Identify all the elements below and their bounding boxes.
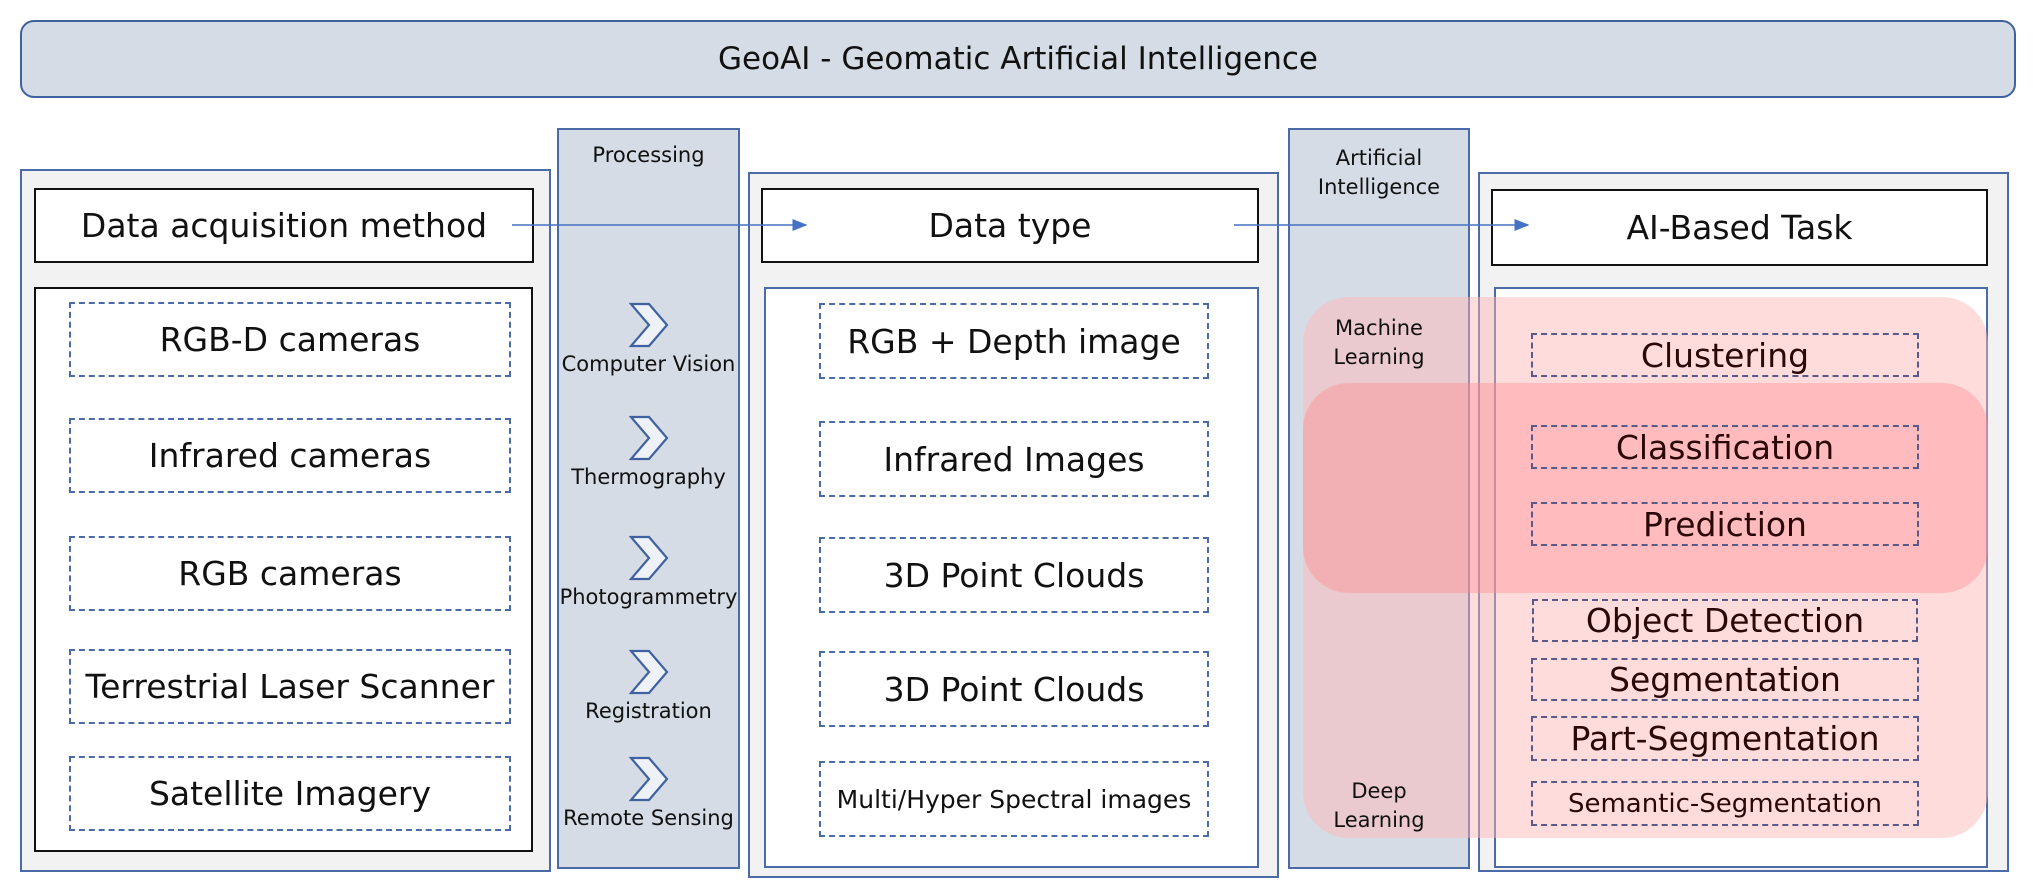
task-item: Classification	[1531, 425, 1919, 469]
task-items-box	[1494, 287, 1988, 868]
processing-step: Remote Sensing	[557, 756, 740, 830]
data-type-item: RGB + Depth image	[819, 303, 1209, 379]
data-type-item: 3D Point Clouds	[819, 537, 1209, 613]
processing-strip	[557, 128, 740, 869]
processing-step: Registration	[557, 649, 740, 723]
data-type-item: Multi/Hyper Spectral images	[819, 761, 1209, 837]
task-item: Object Detection	[1532, 599, 1918, 642]
acquisition-item: Infrared cameras	[69, 418, 511, 493]
processing-step-label: Remote Sensing	[563, 806, 734, 830]
processing-step-label: Computer Vision	[561, 352, 736, 376]
acquisition-item: RGB-D cameras	[69, 302, 511, 377]
acquisition-item: Satellite Imagery	[69, 756, 511, 831]
processing-step-label: Photogrammetry	[559, 585, 738, 609]
acquisition-item: Terrestrial Laser Scanner	[69, 649, 511, 724]
machine-learning-line1: Machine	[1335, 316, 1423, 340]
processing-step: Photogrammetry	[557, 535, 740, 609]
data-type-items-box	[764, 287, 1259, 868]
processing-step: Thermography	[557, 415, 740, 489]
chevron-right-icon	[628, 415, 668, 461]
data-type-item: 3D Point Clouds	[819, 651, 1209, 727]
diagram-title: GeoAI - Geomatic Artificial Intelligence	[20, 20, 2016, 98]
task-item: Clustering	[1531, 333, 1919, 377]
processing-label: Processing	[592, 143, 705, 167]
deep-learning-line2: Learning	[1333, 808, 1425, 832]
ai-label-line2: Intelligence	[1317, 175, 1441, 199]
task-item: Prediction	[1531, 502, 1919, 546]
ai-strip	[1288, 128, 1470, 869]
acquisition-header: Data acquisition method	[34, 188, 534, 263]
deep-learning-line1: Deep	[1351, 779, 1407, 803]
ai-label-line1: Artificial	[1335, 146, 1423, 170]
task-header: AI-Based Task	[1491, 189, 1988, 266]
task-item: Part-Segmentation	[1531, 716, 1919, 761]
task-item: Segmentation	[1531, 658, 1919, 701]
processing-step-label: Registration	[585, 699, 712, 723]
processing-step: Computer Vision	[557, 302, 740, 376]
processing-step-label: Thermography	[571, 465, 726, 489]
chevron-right-icon	[628, 535, 668, 581]
machine-learning-line2: Learning	[1333, 345, 1425, 369]
chevron-right-icon	[628, 302, 668, 348]
deep-learning-label: Deep Learning	[1288, 777, 1470, 835]
ai-label: Artificial Intelligence	[1288, 144, 1470, 202]
data-type-item: Infrared Images	[819, 421, 1209, 497]
machine-learning-label: Machine Learning	[1288, 314, 1470, 372]
chevron-right-icon	[628, 649, 668, 695]
data-type-header: Data type	[761, 188, 1259, 263]
task-item: Semantic-Segmentation	[1531, 781, 1919, 826]
chevron-right-icon	[628, 756, 668, 802]
acquisition-item: RGB cameras	[69, 536, 511, 611]
